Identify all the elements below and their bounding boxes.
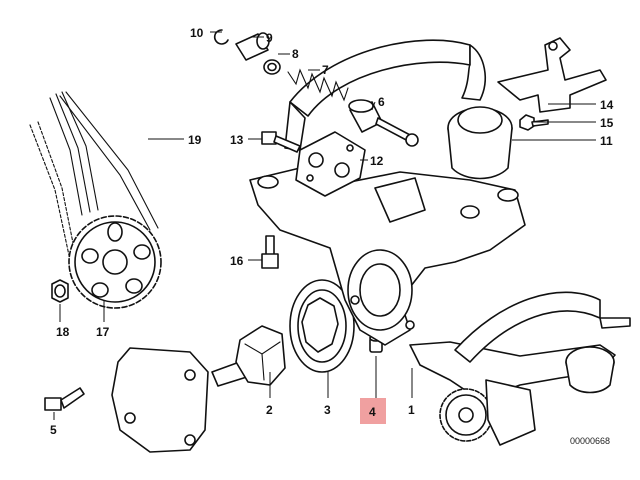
callout-8: 8 xyxy=(292,47,299,61)
outer-rotor xyxy=(289,279,355,373)
timing-chain xyxy=(29,91,159,261)
pump-cover xyxy=(111,347,209,453)
callout-18: 18 xyxy=(56,325,70,339)
callout-4-highlight xyxy=(360,398,386,424)
callout-11: 11 xyxy=(600,134,613,148)
callout-6: 6 xyxy=(378,95,385,109)
callout-13: 13 xyxy=(230,133,244,147)
callout-1: 1 xyxy=(408,403,415,417)
bolt-5 xyxy=(44,387,85,411)
sleeve xyxy=(235,32,270,61)
callout-16: 16 xyxy=(230,254,244,268)
pickup-tube-upper xyxy=(284,39,513,180)
reference-code: 00000668 xyxy=(570,436,610,446)
spring xyxy=(287,68,349,102)
sprocket xyxy=(68,215,162,309)
callout-14: 14 xyxy=(600,98,614,112)
circlip xyxy=(213,29,229,45)
inner-rotor-shaft xyxy=(211,325,286,387)
callout-2: 2 xyxy=(266,403,273,417)
nut xyxy=(51,279,69,303)
pump-assembly xyxy=(409,291,631,446)
bolt-13 xyxy=(261,131,301,153)
bracket xyxy=(497,37,607,113)
washer xyxy=(263,59,281,75)
callout-3: 3 xyxy=(324,403,331,417)
pump-housing xyxy=(249,167,526,346)
callout-10: 10 xyxy=(190,26,204,40)
callout-19: 19 xyxy=(188,133,202,147)
callout-17: 17 xyxy=(96,325,110,339)
bolt-16 xyxy=(261,235,279,269)
relief-piston xyxy=(348,99,419,147)
callout-9: 9 xyxy=(266,31,273,45)
gasket xyxy=(295,131,366,197)
callout-5: 5 xyxy=(50,423,57,437)
callouts: 10 9 8 7 6 12 13 14 15 11 19 16 18 17 5 … xyxy=(50,26,614,437)
leader-lines xyxy=(53,31,596,420)
callout-15: 15 xyxy=(600,116,614,130)
callout-7: 7 xyxy=(322,63,329,77)
callout-4: 4 xyxy=(369,405,376,419)
callout-12: 12 xyxy=(370,154,384,168)
